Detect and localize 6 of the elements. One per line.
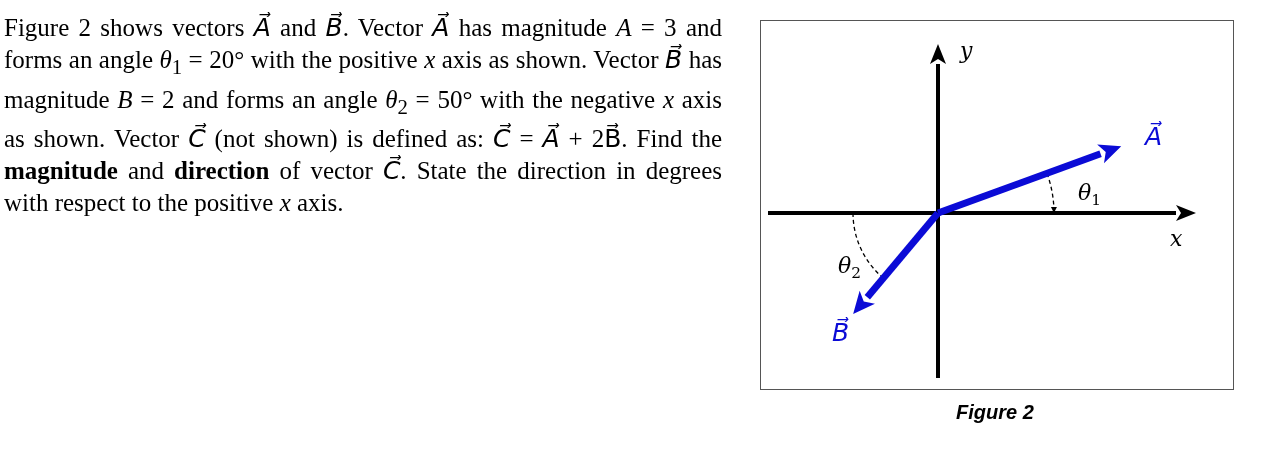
- axis-label: y: [960, 40, 973, 62]
- problem-text: Figure 2 shows vectors A⃗ and B⃗. Vector A⃗ has magnitude A = 3 and forms an angle θ$_{1}$ = 20° with the positive x axis as shown. Vector B⃗ has magnitude B = 2 and forms an angle θ$_{2}$ = 50° with the negative x axis as shown. Vector C⃗ (not shown) is defined as: C⃗ = A⃗ + 2B⃗. Find the magnitude and direction of vector C⃗. State the direction in degrees with respect to the positive x axis.: [4, 12, 722, 219]
- angle-label: θ$_{2}$: [838, 255, 862, 282]
- figure-caption: Figure 2: [955, 402, 1035, 422]
- axis-label: x: [1170, 228, 1183, 250]
- angle-label: θ$_{1}$: [1078, 182, 1102, 209]
